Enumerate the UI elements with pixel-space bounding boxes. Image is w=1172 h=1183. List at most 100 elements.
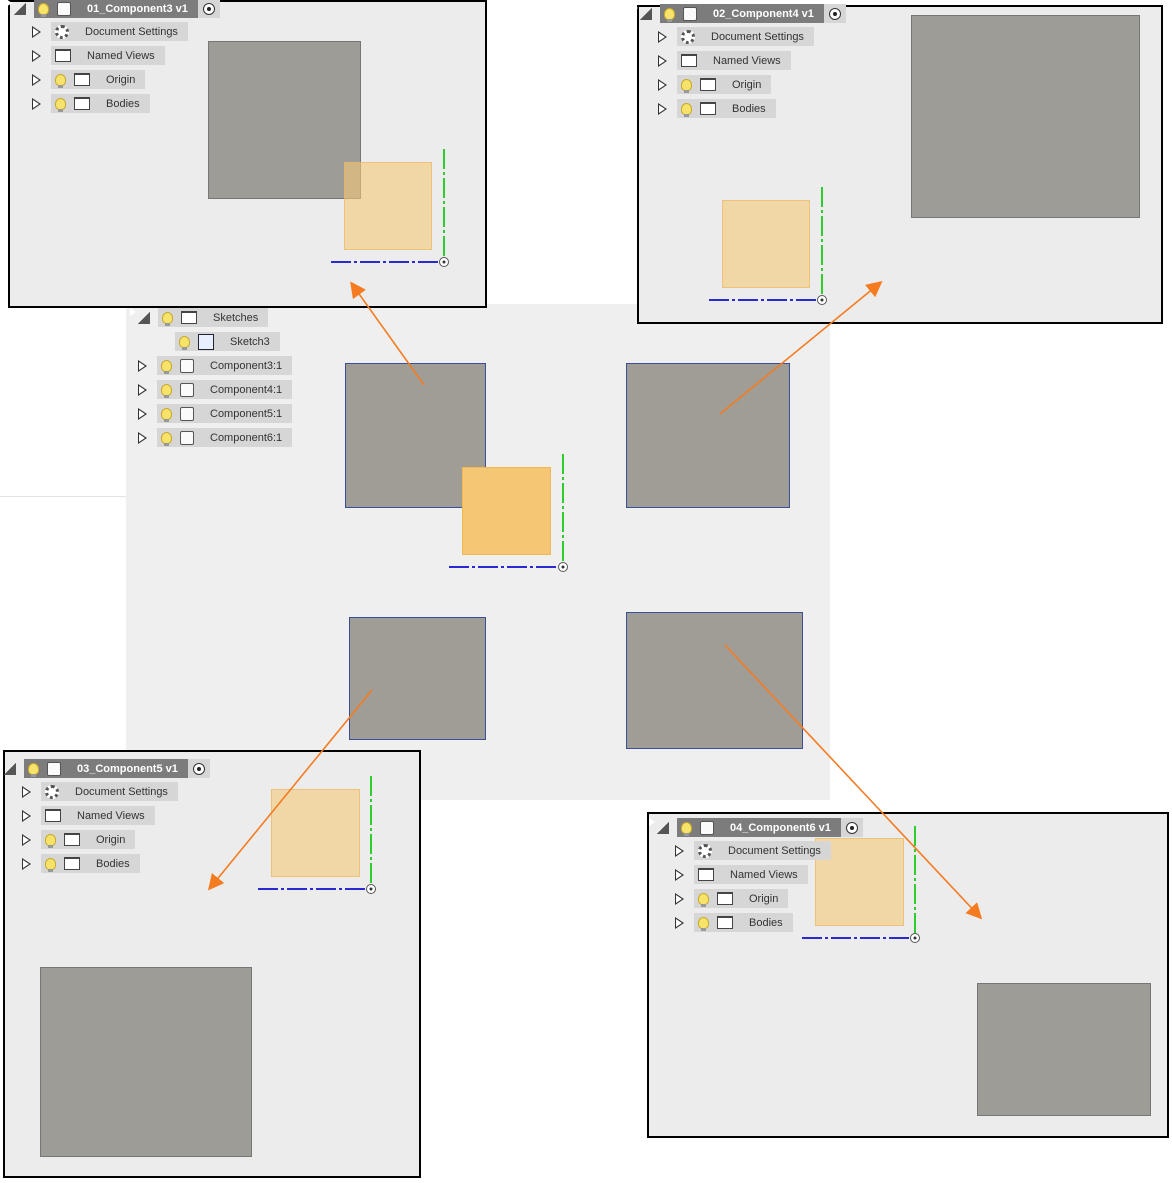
tree-item-origin[interactable]: Origin: [22, 830, 136, 849]
lightbulb-icon[interactable]: [162, 311, 173, 326]
expand-icon[interactable]: [138, 407, 147, 420]
collapse-icon[interactable]: [632, 3, 652, 20]
component-header[interactable]: 03_Component5 v1: [0, 758, 210, 778]
tree-item-bodies[interactable]: Bodies: [32, 94, 150, 113]
tree-sketch3-pill[interactable]: Sketch3: [175, 332, 280, 351]
activate-radio-button[interactable]: [187, 759, 210, 778]
lightbulb-icon[interactable]: [28, 762, 39, 777]
expand-icon[interactable]: [658, 54, 667, 67]
expand-icon[interactable]: [138, 383, 147, 396]
body[interactable]: [626, 363, 790, 508]
tree-item-bodies-pill[interactable]: Bodies: [677, 99, 776, 118]
tree-item-named-views[interactable]: Named Views: [675, 865, 808, 884]
activate-radio-button[interactable]: [823, 4, 846, 23]
tree-item-document-settings-pill[interactable]: Document Settings: [694, 841, 831, 860]
tree-item-origin-pill[interactable]: Origin: [41, 830, 136, 849]
tree-item-document-settings[interactable]: Document Settings: [675, 841, 831, 860]
expand-icon[interactable]: [658, 78, 667, 91]
expand-icon[interactable]: [22, 809, 31, 822]
lightbulb-icon[interactable]: [698, 892, 709, 907]
tree-item-bodies[interactable]: Bodies: [22, 854, 140, 873]
expand-icon[interactable]: [22, 857, 31, 870]
sketch-profile[interactable]: [462, 467, 551, 555]
sketch-profile[interactable]: [271, 789, 360, 877]
tree-item-bodies-pill[interactable]: Bodies: [694, 913, 793, 932]
body[interactable]: [977, 983, 1151, 1116]
body[interactable]: [626, 612, 803, 749]
tree-component[interactable]: Component4:1: [138, 380, 293, 399]
activate-radio-button[interactable]: [197, 0, 220, 18]
tree-sketches[interactable]: Sketches: [130, 307, 269, 327]
tree-item-bodies[interactable]: Bodies: [675, 913, 793, 932]
lightbulb-icon[interactable]: [55, 97, 66, 112]
component-header-pill[interactable]: 01_Component3 v1: [34, 0, 198, 18]
expand-icon[interactable]: [658, 102, 667, 115]
tree-item-document-settings[interactable]: Document Settings: [22, 782, 178, 801]
tree-item-document-settings-pill[interactable]: Document Settings: [51, 22, 188, 41]
lightbulb-icon[interactable]: [698, 916, 709, 931]
expand-icon[interactable]: [32, 49, 41, 62]
lightbulb-icon[interactable]: [161, 431, 172, 446]
activate-radio-button[interactable]: [840, 818, 863, 837]
sketch-profile[interactable]: [722, 200, 810, 288]
tree-component[interactable]: Component3:1: [138, 356, 293, 375]
tree-item-document-settings-pill[interactable]: Document Settings: [41, 782, 178, 801]
lightbulb-icon[interactable]: [45, 857, 56, 872]
collapse-icon[interactable]: [130, 307, 150, 324]
lightbulb-icon[interactable]: [179, 335, 190, 350]
tree-item-named-views[interactable]: Named Views: [32, 46, 165, 65]
expand-icon[interactable]: [675, 844, 684, 857]
tree-component[interactable]: Component5:1: [138, 404, 293, 423]
expand-icon[interactable]: [32, 73, 41, 86]
tree-item-origin[interactable]: Origin: [32, 70, 146, 89]
tree-component-pill[interactable]: Component5:1: [157, 404, 293, 423]
expand-icon[interactable]: [138, 431, 147, 444]
component-header[interactable]: 01_Component3 v1: [6, 0, 220, 18]
expand-icon[interactable]: [675, 916, 684, 929]
lightbulb-icon[interactable]: [681, 102, 692, 117]
body[interactable]: [40, 967, 252, 1157]
sketch-profile[interactable]: [344, 162, 432, 250]
tree-item-origin[interactable]: Origin: [675, 889, 789, 908]
tree-item-origin[interactable]: Origin: [658, 75, 772, 94]
collapse-icon[interactable]: [6, 0, 26, 15]
tree-item-bodies[interactable]: Bodies: [658, 99, 776, 118]
tree-item-named-views[interactable]: Named Views: [658, 51, 791, 70]
expand-icon[interactable]: [658, 30, 667, 43]
lightbulb-icon[interactable]: [161, 407, 172, 422]
component-header[interactable]: 04_Component6 v1: [649, 817, 863, 837]
tree-item-named-views-pill[interactable]: Named Views: [694, 865, 808, 884]
expand-icon[interactable]: [32, 25, 41, 38]
tree-item-named-views-pill[interactable]: Named Views: [41, 806, 155, 825]
tree-item-origin-pill[interactable]: Origin: [694, 889, 789, 908]
tree-sketches-pill[interactable]: Sketches: [158, 308, 269, 327]
component-header-pill[interactable]: 03_Component5 v1: [24, 759, 188, 778]
tree-component[interactable]: Component6:1: [138, 428, 293, 447]
collapse-icon[interactable]: [0, 758, 16, 775]
tree-item-document-settings[interactable]: Document Settings: [32, 22, 188, 41]
tree-item-named-views-pill[interactable]: Named Views: [51, 46, 165, 65]
lightbulb-icon[interactable]: [55, 73, 66, 88]
tree-component-pill[interactable]: Component3:1: [157, 356, 293, 375]
component-header-pill[interactable]: 02_Component4 v1: [660, 4, 824, 23]
lightbulb-icon[interactable]: [161, 359, 172, 374]
collapse-icon[interactable]: [649, 817, 669, 834]
body[interactable]: [911, 15, 1140, 218]
tree-sketch3[interactable]: Sketch3: [156, 332, 280, 351]
expand-icon[interactable]: [675, 892, 684, 905]
body[interactable]: [208, 41, 361, 199]
lightbulb-icon[interactable]: [681, 821, 692, 836]
tree-item-document-settings-pill[interactable]: Document Settings: [677, 27, 814, 46]
expand-icon[interactable]: [22, 833, 31, 846]
tree-item-document-settings[interactable]: Document Settings: [658, 27, 814, 46]
expand-icon[interactable]: [675, 868, 684, 881]
tree-item-named-views-pill[interactable]: Named Views: [677, 51, 791, 70]
lightbulb-icon[interactable]: [681, 78, 692, 93]
lightbulb-icon[interactable]: [38, 2, 49, 17]
lightbulb-icon[interactable]: [664, 7, 675, 22]
tree-item-named-views[interactable]: Named Views: [22, 806, 155, 825]
tree-item-bodies-pill[interactable]: Bodies: [51, 94, 150, 113]
expand-icon[interactable]: [22, 785, 31, 798]
expand-icon[interactable]: [138, 359, 147, 372]
tree-item-bodies-pill[interactable]: Bodies: [41, 854, 140, 873]
